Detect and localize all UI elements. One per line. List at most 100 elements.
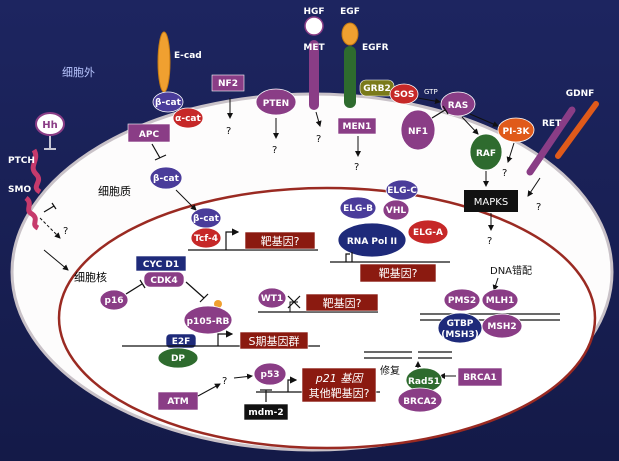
repair-label: 修复 (380, 364, 400, 377)
svg-text:MSH2: MSH2 (487, 322, 516, 332)
egf-node: EGF (340, 7, 360, 46)
svg-text:p53: p53 (261, 370, 280, 380)
beta-cat-membrane-node: β-cat (152, 91, 184, 113)
ptch-label: PTCH (8, 156, 35, 166)
svg-text:DP: DP (171, 354, 185, 364)
mapks-box: MAPKS (464, 190, 518, 212)
gdnf-label: GDNF (566, 89, 595, 99)
svg-text:(MSH3): (MSH3) (441, 330, 478, 340)
svg-text:SOS: SOS (394, 90, 415, 100)
smo-question: ? (63, 226, 68, 237)
svg-text:ELG-A: ELG-A (413, 228, 443, 238)
pten-node: PTEN (255, 88, 297, 116)
vhl-node: VHL (382, 199, 410, 221)
svg-text:mdm-2: mdm-2 (248, 408, 283, 418)
cdk4-box: CDK4 (143, 271, 185, 288)
pi3k-node: PI-3K (497, 117, 535, 143)
elg-c-node: ELG-C (385, 179, 419, 201)
svg-text:β-cat: β-cat (155, 98, 182, 108)
met-receptor (309, 40, 319, 110)
smo-receptor (24, 196, 40, 231)
svg-text:?: ? (354, 162, 359, 173)
svg-text:NF1: NF1 (408, 127, 428, 137)
ret-label: RET (542, 119, 562, 129)
svg-text:BRCA1: BRCA1 (463, 373, 497, 383)
egfr-receptor (344, 46, 356, 108)
svg-text:NF2: NF2 (218, 79, 238, 89)
svg-text:p16: p16 (105, 296, 124, 306)
svg-text:α-cat: α-cat (175, 114, 201, 124)
hgf-node: HGF (303, 7, 325, 36)
svg-text:Rad51: Rad51 (408, 377, 440, 387)
p16-node: p16 (99, 289, 129, 311)
svg-text:靶基因?: 靶基因? (379, 267, 418, 280)
svg-text:β-cat: β-cat (193, 214, 220, 224)
beta-cat-cytoplasm-node: β-cat (149, 166, 183, 190)
wt1-node: WT1 (257, 287, 287, 309)
p53-node: p53 (253, 362, 287, 386)
rad51-node: Rad51 (405, 367, 443, 393)
svg-text:BRCA2: BRCA2 (403, 397, 437, 407)
svg-text:RAS: RAS (448, 101, 468, 111)
dna-mismatch-label: DNA错配 (490, 264, 532, 277)
ecad-receptor (157, 31, 171, 93)
svg-text:?: ? (536, 202, 541, 213)
brca2-node: BRCA2 (397, 387, 443, 413)
svg-text:VHL: VHL (386, 206, 406, 216)
rna-pol-node: RNA Pol II (337, 222, 407, 258)
alpha-cat-node: α-cat (172, 107, 204, 129)
svg-text:E2F: E2F (172, 337, 191, 347)
svg-text:靶基因?: 靶基因? (261, 235, 300, 248)
svg-text:S期基因群: S期基因群 (249, 334, 300, 348)
svg-text:ATM: ATM (167, 397, 188, 407)
svg-text:?: ? (316, 134, 321, 145)
svg-text:?: ? (222, 376, 227, 387)
svg-text:GTBP: GTBP (447, 319, 474, 329)
svg-text:?: ? (502, 168, 507, 179)
target-gene-2-box: 靶基因? (359, 263, 437, 283)
elg-a-node: ELG-A (407, 219, 449, 245)
svg-text:?: ? (226, 126, 231, 137)
p105rb-node: p105-RB (183, 305, 233, 335)
gtbp-node: GTBP (MSH3) (437, 312, 483, 344)
svg-text:ELG-C: ELG-C (387, 186, 417, 196)
svg-text:CYC D1: CYC D1 (143, 260, 179, 270)
dp-node: DP (157, 347, 199, 369)
nf1-node: NF1 (400, 109, 436, 151)
gtp-label: GTP (424, 88, 438, 96)
svg-text:β-cat: β-cat (153, 174, 180, 184)
svg-text:HGF: HGF (303, 7, 324, 17)
ptch-receptor (30, 148, 42, 195)
msh2-node: MSH2 (481, 313, 523, 339)
svg-text:RNA Pol II: RNA Pol II (347, 237, 397, 247)
svg-text:其他靶基因?: 其他靶基因? (309, 387, 370, 400)
ecad-label: E-cad (174, 51, 202, 61)
svg-text:GRB2: GRB2 (363, 84, 390, 94)
svg-text:CDK4: CDK4 (150, 276, 177, 286)
egfr-label: EGFR (362, 43, 389, 53)
phosphate-dot (214, 300, 222, 308)
svg-text:?: ? (272, 145, 277, 156)
svg-text:PTEN: PTEN (263, 99, 289, 109)
gdnf-ligand (555, 101, 599, 159)
svg-text:ELG-B: ELG-B (343, 204, 373, 214)
target-gene-1-box: 靶基因? (244, 231, 316, 250)
pms2-node: PMS2 (443, 288, 481, 312)
nucleus-label: 细胞核 (74, 270, 107, 284)
svg-text:PMS2: PMS2 (448, 296, 476, 306)
target-gene-3-box: 靶基因? (305, 293, 379, 312)
hh-node: Hh (35, 112, 65, 136)
grb2-node: GRB2 (359, 79, 395, 97)
apc-box: APC (127, 123, 171, 143)
tcf4-node: Tcf-4 (190, 227, 222, 249)
p21-gene-box: p21 基因 其他靶基因? (301, 367, 377, 403)
svg-text:MAPKS: MAPKS (474, 197, 508, 208)
svg-text:p105-RB: p105-RB (187, 317, 230, 327)
raf-node: RAF (469, 133, 503, 171)
atm-box: ATM (157, 391, 199, 411)
svg-text:Tcf-4: Tcf-4 (194, 234, 218, 244)
brca1-box: BRCA1 (457, 367, 503, 387)
svg-text:EGF: EGF (340, 7, 360, 17)
svg-text:靶基因?: 靶基因? (323, 297, 362, 310)
